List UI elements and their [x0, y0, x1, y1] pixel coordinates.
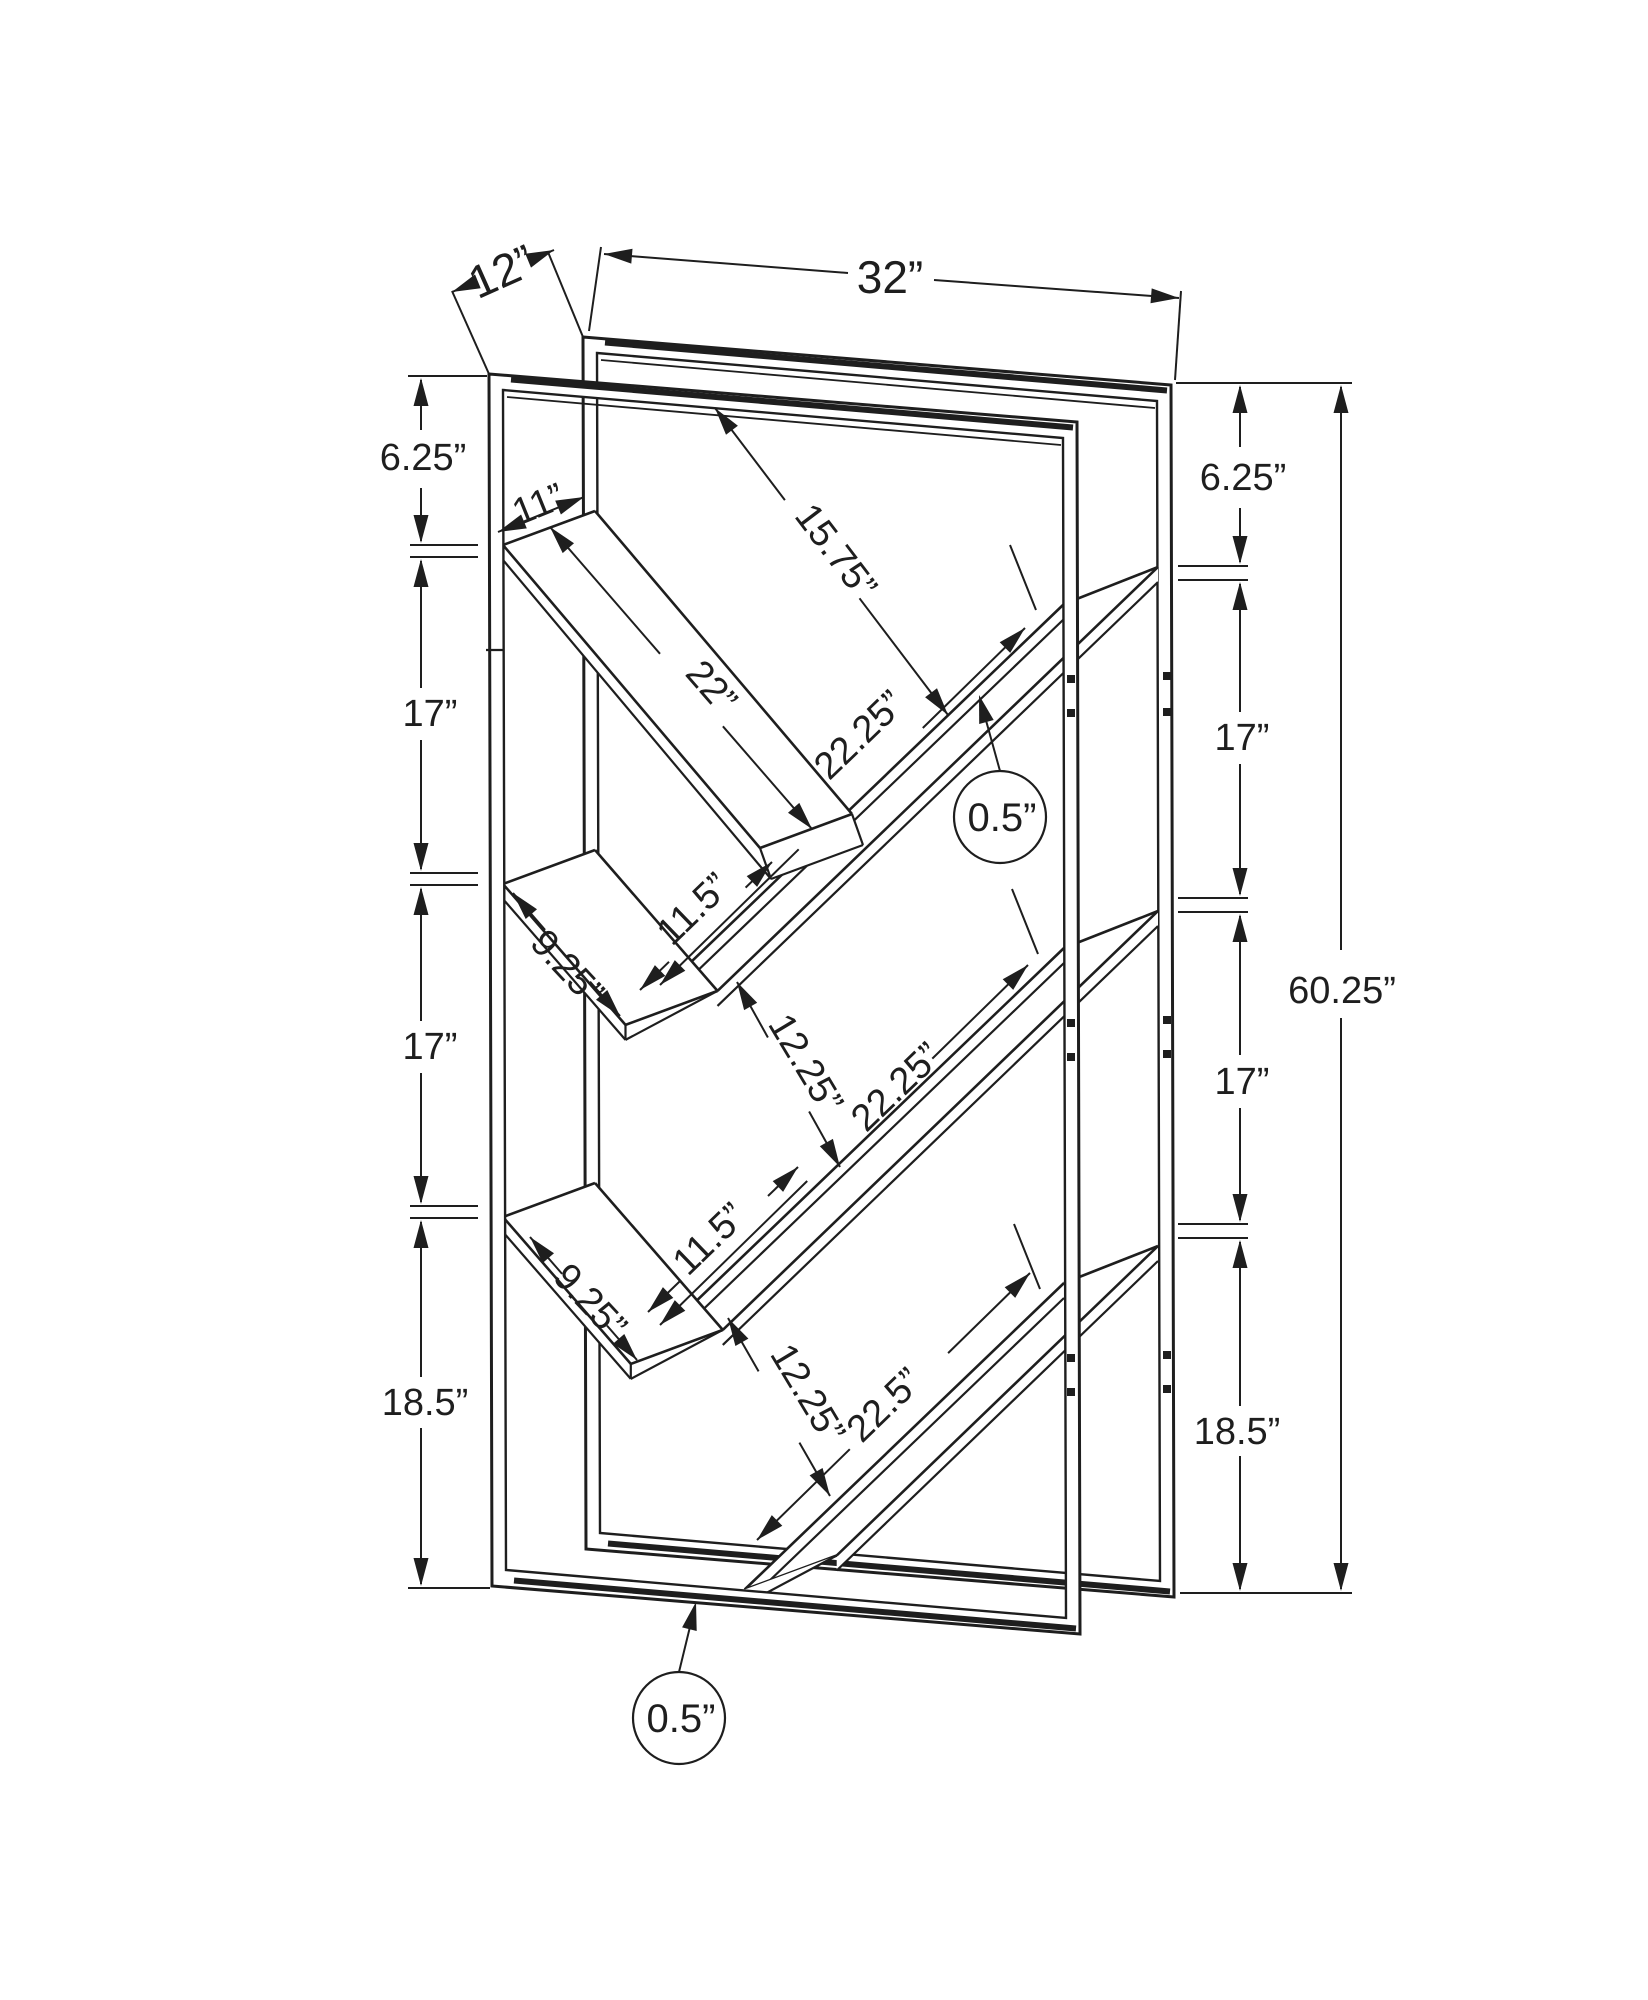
svg-text:0.5”: 0.5”: [647, 1697, 716, 1741]
svg-text:17”: 17”: [1215, 717, 1270, 759]
svg-text:60.25”: 60.25”: [1288, 970, 1396, 1012]
svg-text:32”: 32”: [857, 251, 924, 303]
svg-text:17”: 17”: [403, 1026, 458, 1068]
svg-text:18.5”: 18.5”: [382, 1382, 469, 1424]
svg-text:17”: 17”: [403, 693, 458, 735]
svg-text:17”: 17”: [1215, 1061, 1270, 1103]
svg-text:6.25”: 6.25”: [1200, 457, 1287, 499]
svg-text:18.5”: 18.5”: [1194, 1411, 1281, 1453]
svg-text:0.5”: 0.5”: [968, 796, 1037, 840]
svg-text:6.25”: 6.25”: [380, 437, 467, 479]
